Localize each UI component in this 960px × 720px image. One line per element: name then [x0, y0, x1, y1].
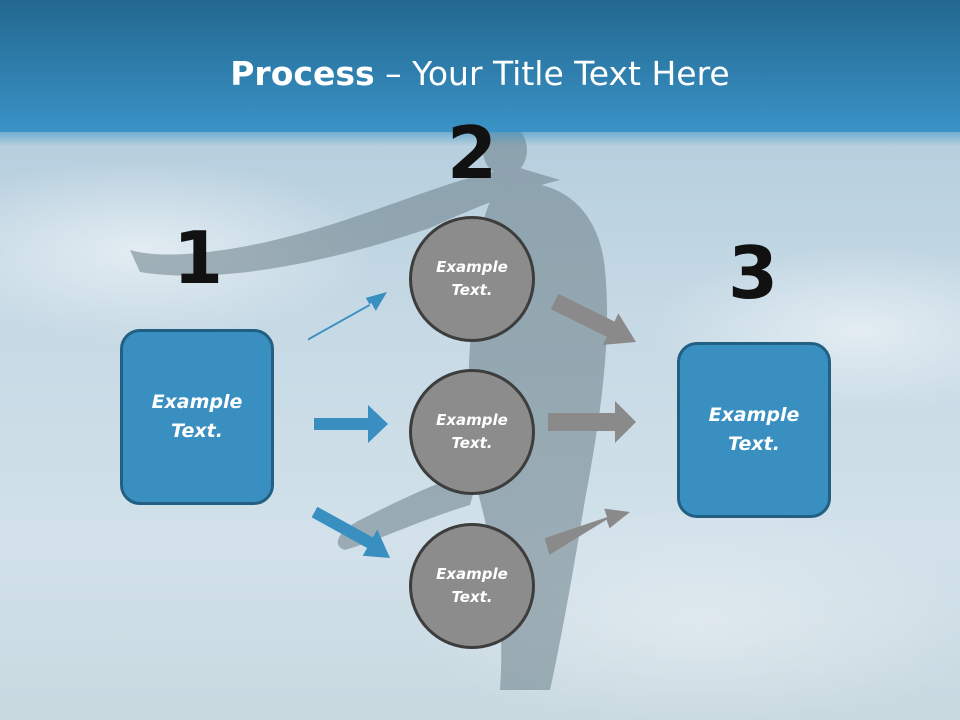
- circle-3-label: Example Text.: [436, 565, 508, 606]
- step2-circle-3: Example Text.: [409, 523, 535, 649]
- arrow-step1-to-circle2: [314, 405, 388, 443]
- step2-circle-2: Example Text.: [409, 369, 535, 495]
- arrow-circle2-to-step3: [548, 401, 636, 443]
- step3-box: Example Text.: [677, 342, 831, 518]
- step-number-2: 2: [446, 111, 498, 195]
- title-bold: Process: [230, 54, 375, 93]
- blue-arrows: [307, 292, 390, 558]
- circle-2-label: Example Text.: [436, 411, 508, 452]
- circle-1-label: Example Text.: [436, 258, 508, 299]
- arrow-circle3-to-step3: [544, 508, 630, 555]
- slide-title: Process – Your Title Text Here: [0, 52, 960, 96]
- step-number-3: 3: [727, 231, 779, 315]
- title-rest: – Your Title Text Here: [374, 54, 730, 93]
- arrow-step1-to-circle3: [311, 506, 390, 558]
- arrow-step1-to-circle1: [307, 292, 387, 341]
- title-bar: [0, 0, 960, 146]
- step2-circle-1: Example Text.: [409, 216, 535, 342]
- step1-label: Example Text.: [151, 391, 243, 442]
- step-number-1: 1: [172, 216, 224, 300]
- step3-label: Example Text.: [708, 404, 800, 455]
- gray-arrows: [544, 293, 636, 555]
- arrow-circle1-to-step3: [550, 293, 636, 345]
- step1-box: Example Text.: [120, 329, 274, 505]
